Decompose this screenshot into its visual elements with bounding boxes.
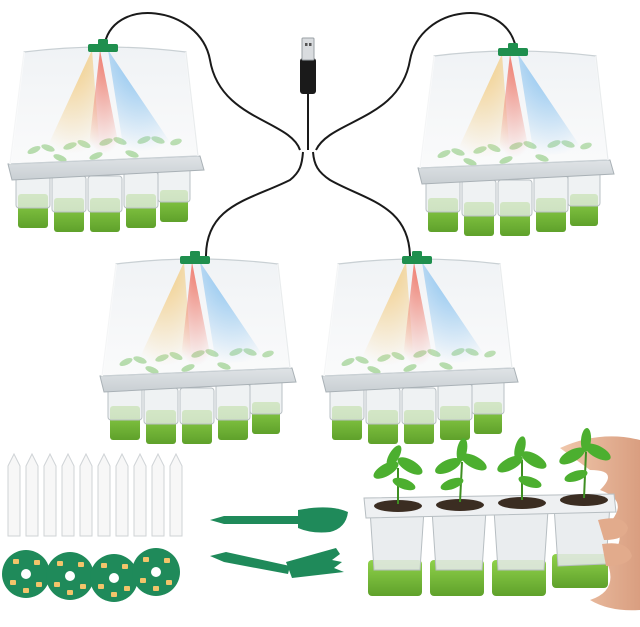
plant-labels (7, 452, 183, 537)
hand (560, 436, 640, 611)
seed-starter-kit-3 (99, 250, 297, 445)
garden-fork (210, 548, 344, 578)
seed-starter-kit-1 (7, 38, 205, 233)
led-light-discs (2, 548, 180, 602)
garden-trowel (210, 507, 348, 533)
seed-starter-kit-2 (417, 42, 615, 237)
usb-splitter-cable (103, 12, 517, 259)
usb-plug (300, 37, 316, 94)
seed-starter-kit-4 (321, 250, 519, 445)
seedling-tray-with-plants (363, 428, 640, 611)
